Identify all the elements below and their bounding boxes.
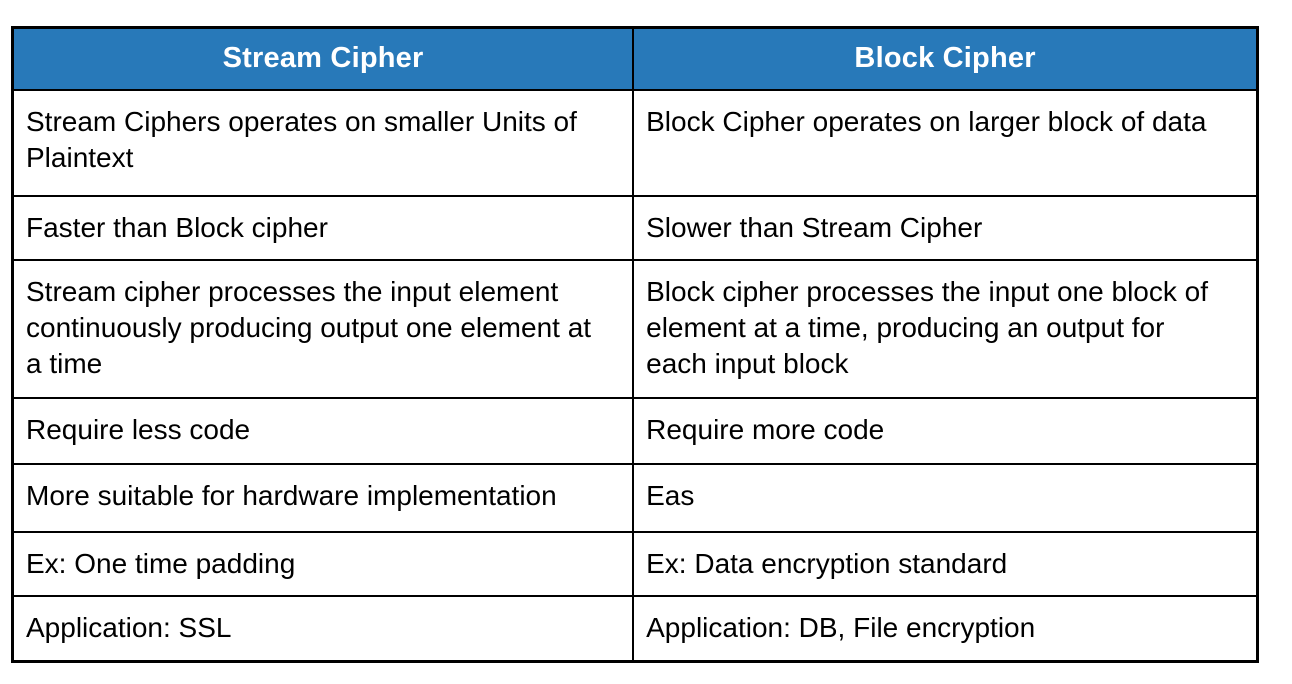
- cell-stream-suitability: More suitable for hardware implementatio…: [11, 462, 635, 533]
- table-row-units: Stream Ciphers operates on smaller Units…: [11, 88, 1259, 197]
- cell-stream-processing: Stream cipher processes the input elemen…: [11, 258, 635, 399]
- header-cell-block-cipher: Block Cipher: [632, 26, 1259, 91]
- cell-block-suitability: Eas: [632, 462, 1259, 533]
- cell-block-application: Application: DB, File encryption: [632, 594, 1259, 663]
- cell-stream-application: Application: SSL: [11, 594, 635, 663]
- table-row-application: Application: SSL Application: DB, File e…: [11, 594, 1259, 663]
- header-cell-stream-cipher: Stream Cipher: [11, 26, 635, 91]
- header-row: Stream Cipher Block Cipher: [11, 26, 1259, 91]
- cipher-comparison-table: Stream Cipher Block Cipher Stream Cipher…: [11, 26, 1259, 663]
- table-row-speed: Faster than Block cipher Slower than Str…: [11, 194, 1259, 261]
- cell-stream-units: Stream Ciphers operates on smaller Units…: [11, 88, 635, 197]
- cell-stream-speed: Faster than Block cipher: [11, 194, 635, 261]
- cell-block-example: Ex: Data encryption standard: [632, 530, 1259, 597]
- table-row-example: Ex: One time padding Ex: Data encryption…: [11, 530, 1259, 597]
- cell-stream-example: Ex: One time padding: [11, 530, 635, 597]
- table-header: Stream Cipher Block Cipher: [11, 26, 1259, 91]
- table-row-code: Require less code Require more code: [11, 396, 1259, 465]
- table-row-processing: Stream cipher processes the input elemen…: [11, 258, 1259, 399]
- table-body: Stream Ciphers operates on smaller Units…: [11, 88, 1259, 663]
- cipher-comparison-table-container: Stream Cipher Block Cipher Stream Cipher…: [11, 26, 1259, 663]
- cell-block-code: Require more code: [632, 396, 1259, 465]
- cell-stream-code: Require less code: [11, 396, 635, 465]
- table-row-suitability: More suitable for hardware implementatio…: [11, 462, 1259, 533]
- cell-block-units: Block Cipher operates on larger block of…: [632, 88, 1259, 197]
- cell-block-processing: Block cipher processes the input one blo…: [632, 258, 1259, 399]
- cell-block-speed: Slower than Stream Cipher: [632, 194, 1259, 261]
